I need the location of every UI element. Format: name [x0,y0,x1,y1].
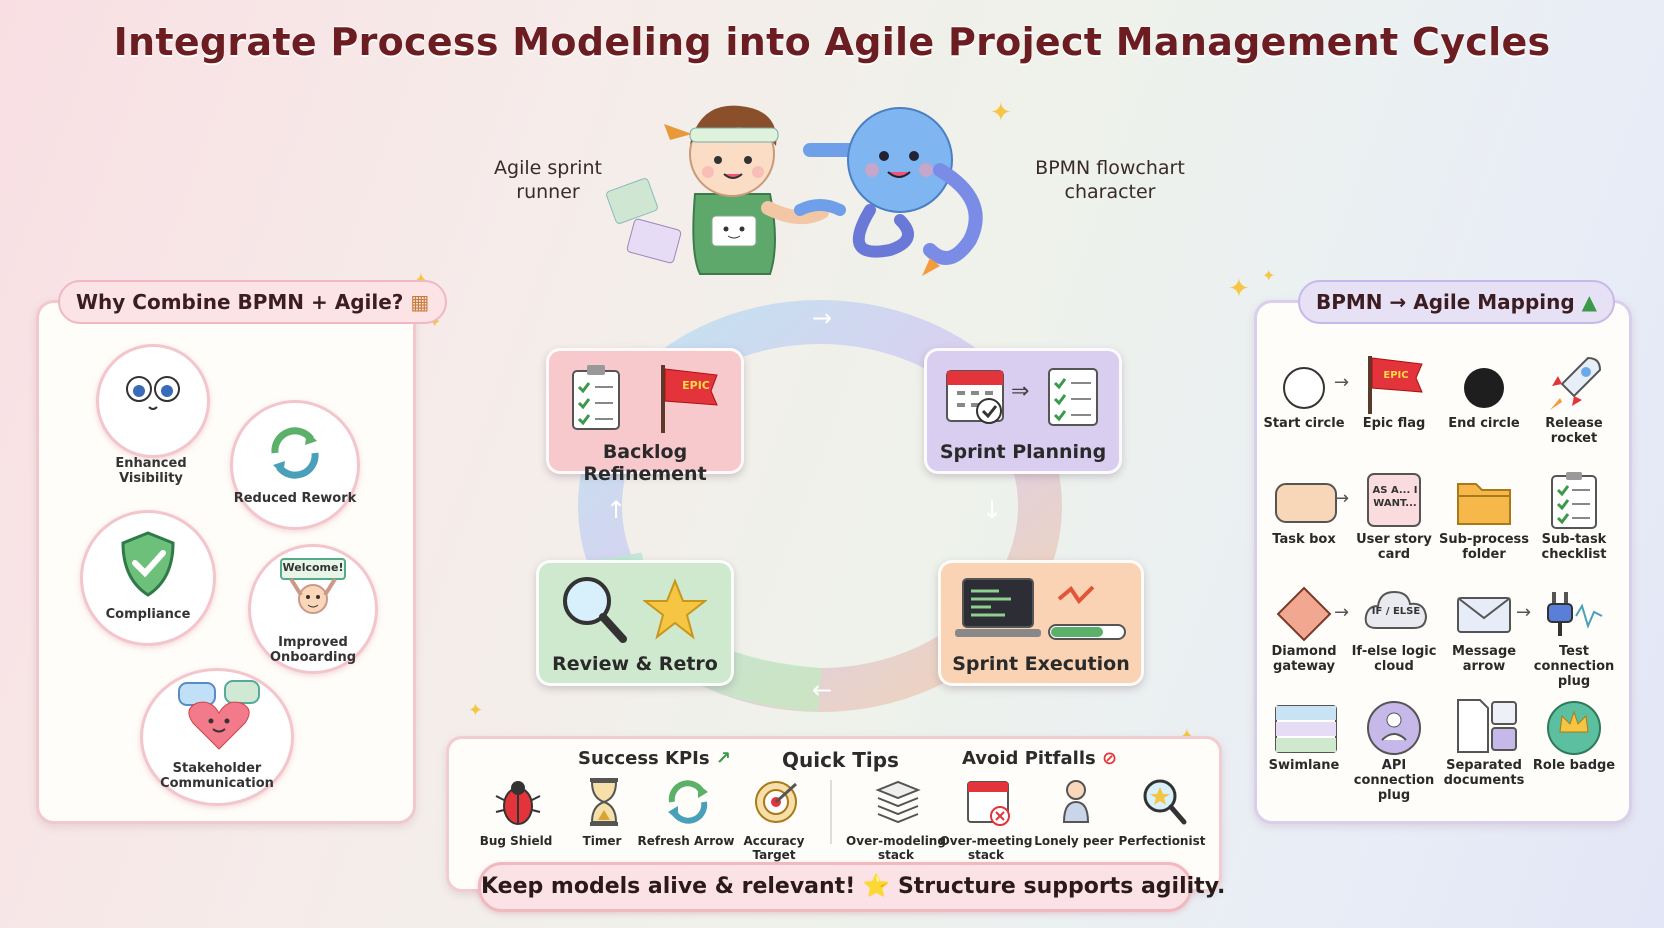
task-box-icon [1275,483,1337,523]
calendar-icon [946,370,1004,424]
story-card-icon [1367,473,1421,527]
recycle-arrows-icon [271,427,319,479]
cloud-icon [1364,590,1428,629]
tips-heading: Quick Tips [782,748,899,772]
clipboard-icon [572,365,620,430]
stage-label: Sprint Planning [939,441,1107,463]
svg-text:↑: ↑ [606,496,626,524]
stage-label: Backlog Refinement [583,441,707,485]
stage-sprint-execution[interactable]: Sprint Execution [938,560,1144,686]
benefit-label: Reduced Rework [233,491,357,506]
paper-stack-icon [875,780,921,824]
section-divider [830,780,832,844]
story-card-text: AS A... I WANT... [1372,485,1418,509]
svg-text:↓: ↓ [982,496,1002,524]
bpmn-caption: BPMN flowchart character [1035,157,1185,203]
arrow-icon: → [1516,602,1532,623]
epic-flag-icon [661,365,718,433]
stage-backlog-refinement[interactable]: EPIC Backlog Refinement [546,348,744,485]
welcome-sign-text: Welcome! [282,561,344,574]
refresh-icon [668,780,708,824]
crown-badge-icon [1547,701,1601,755]
stage-sprint-planning[interactable]: ⇒ Sprint Planning [924,348,1122,474]
team-circle-icon [1367,701,1421,755]
cloud-text: IF / ELSE [1371,606,1421,617]
svg-text:←: ← [812,676,832,704]
bottom-banner: Keep models alive & relevant! ⭐ Structur… [478,862,1225,912]
mapping-panel-title: BPMN → Agile Mapping ▲ [1298,280,1616,324]
bug-icon [495,781,541,825]
calendar-x-icon [967,781,1010,826]
progress-bar-icon [1048,585,1126,640]
sparkle-icon: ✦ [468,700,484,721]
stage-flag-text: EPIC [682,379,710,392]
chart-up-icon: ▲ [1581,290,1598,314]
diamond-icon [1276,586,1332,642]
arrow-icon: → [1334,488,1350,509]
sparkle-icon: ✦ [990,98,1012,128]
sparkle-icon: ✦ [1228,274,1250,304]
target-icon [755,781,798,823]
benefit-stakeholder-communication: Stakeholder Communication [140,668,294,806]
end-circle-icon [1464,368,1504,408]
swimlane-icon [1275,705,1337,753]
benefit-label: Enhanced Visibility [115,456,187,486]
page-title: Integrate Process Modeling into Agile Pr… [113,20,1551,64]
checklist-icon [1048,368,1098,426]
stage-label: Sprint Execution [952,653,1130,675]
no-entry-icon: ⊘ [1102,748,1118,769]
benefit-label: Improved Onboarding [269,635,357,665]
benefit-enhanced-visibility [96,344,210,458]
benefit-label: Stakeholder Communication [160,761,274,791]
trend-up-icon: ↗ [715,748,731,769]
benefit-compliance: Compliance [80,510,216,646]
benefit-label: Compliance [105,607,191,622]
arrow-icon: ⇒ [1011,379,1030,404]
start-circle-icon [1283,367,1325,409]
magnifier-star-icon [1143,779,1187,825]
folder-icon [1457,483,1511,525]
plug-icon [1547,592,1603,636]
magnifier-icon [563,577,627,643]
eyes-bubble-icon [126,376,180,410]
stage-review-retro[interactable]: Review & Retro [536,560,734,686]
sparkle-icon: ✦ [1262,266,1276,285]
epic-flag-text: EPIC [1383,370,1409,381]
arrow-icon: → [1334,602,1350,623]
map-icon: ▦ [410,290,430,314]
benefit-reduced-rework: Reduced Rework [230,400,360,530]
lonely-person-icon [1062,780,1090,823]
agile-runner-character [606,105,829,275]
documents-icon [1457,699,1517,753]
svg-text:→: → [812,304,832,332]
arrow-icon: → [1334,372,1350,393]
star-icon [643,578,707,640]
welcome-sign-icon [280,558,346,614]
envelope-icon [1457,597,1511,633]
runner-caption: Agile sprint runner [494,157,602,203]
hourglass-icon [590,778,618,826]
epic-flag-icon [1368,356,1423,414]
pitfalls-heading: Avoid Pitfalls ⊘ [962,748,1118,769]
laptop-code-icon [955,578,1041,637]
kpi-heading: Success KPIs ↗ [578,748,731,769]
stage-label: Review & Retro [552,653,718,675]
heart-chat-icon [178,680,260,750]
shield-check-icon [121,531,175,597]
rocket-icon [1550,356,1602,410]
bpmn-flowchart-character [794,107,983,276]
benefit-improved-onboarding: Welcome! Improved Onboarding [248,544,378,674]
checklist-icon [1551,472,1597,529]
why-combine-title: Why Combine BPMN + Agile? ▦ [58,280,448,324]
